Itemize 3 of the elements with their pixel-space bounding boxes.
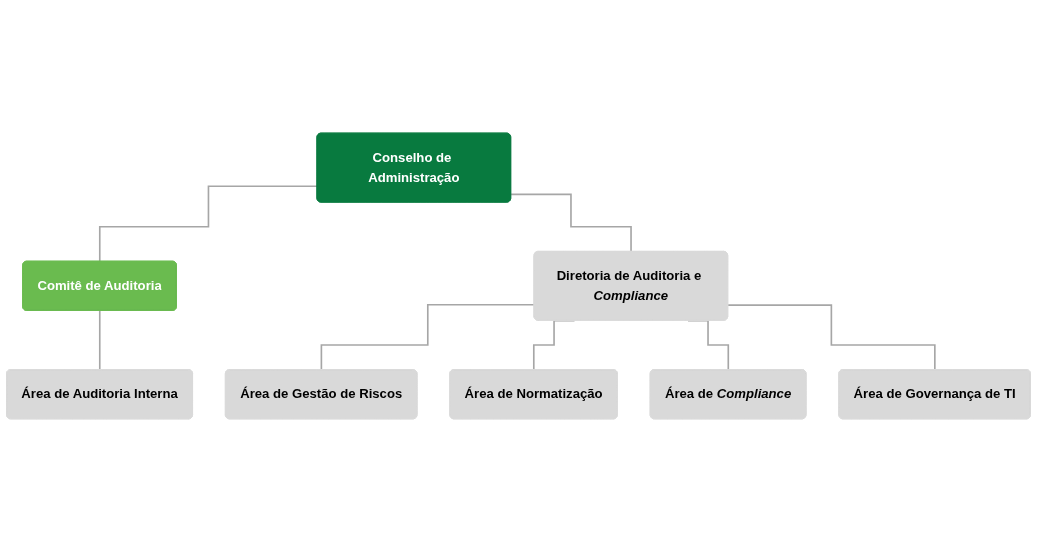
connector bbox=[510, 193, 633, 253]
connector bbox=[727, 304, 936, 371]
connector bbox=[98, 310, 101, 371]
